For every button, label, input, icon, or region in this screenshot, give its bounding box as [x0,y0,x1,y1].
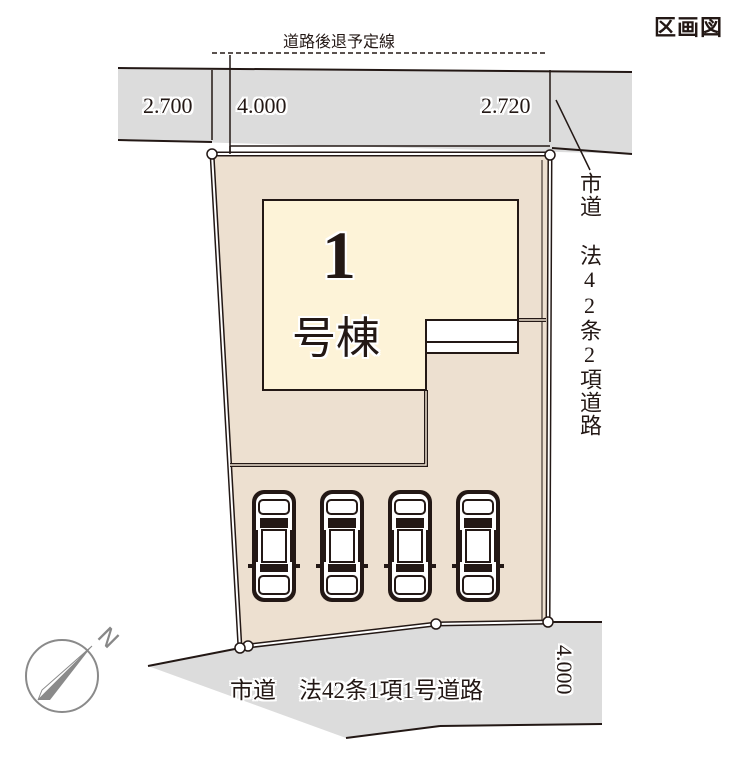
building-number: 1 [322,217,356,293]
dimension-label: 4.000 [237,93,287,118]
car-icon [246,488,302,604]
bottom-road-label: 市道 法42条1項1号道路 [230,678,483,703]
side-road-label: 市道 法42条2項道路 [577,172,602,437]
car-icon [314,488,370,604]
yard-fence [230,318,546,467]
bottom-road-width: 4.000 [552,645,577,695]
building-name: 号棟 [292,313,380,364]
car-icon [382,488,438,604]
compass-icon [25,639,99,713]
page-title: 区画図 [654,16,724,41]
building-footprint [262,199,519,391]
dimension-label: 2.700 [143,93,193,118]
boundary-markers [206,148,556,654]
top-road [117,67,633,155]
setback-line-label: 道路後退予定線 [283,34,396,51]
bottom-road [147,621,603,739]
dimension-label: 2.720 [481,93,531,118]
car-icon [450,488,506,604]
